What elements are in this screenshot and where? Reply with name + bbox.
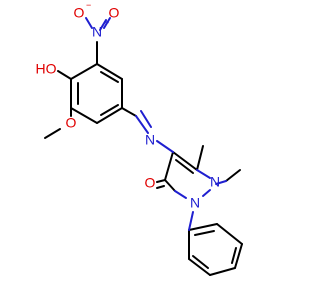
bond [96,63,123,80]
molecule-structure-diagram: HO N + O − O O N N N O [36,0,243,276]
bond [103,17,111,29]
bond [70,107,98,124]
nitro-nitrogen-label: N [92,24,102,40]
bond [99,19,107,31]
carbonyl-oxygen-label: O [145,175,156,191]
bond [140,110,152,128]
pyrazole-n2-label: N [190,195,200,211]
nitrogen-bonds [85,17,227,231]
bond [164,151,174,181]
bond [231,247,237,264]
bonds [44,41,243,276]
bond [44,128,61,139]
pyrazole-n1-label: N [210,174,220,190]
nitro-oxygen-label: O [109,5,120,21]
bond [100,104,119,116]
bond [216,223,243,245]
bond [225,169,241,182]
nitro-nitrogen-charge: + [104,18,109,28]
bond [202,189,211,197]
bond [234,243,243,269]
bond [85,17,93,29]
bond [172,151,198,171]
bond [156,179,166,183]
bond [121,107,137,117]
hydroxyl-label: HO [36,61,57,77]
bond [174,190,187,199]
methoxy-oxygen-label: O [66,115,77,131]
bond [194,230,215,236]
nitro-oxygen-minus-label: O [74,5,85,21]
bond [156,185,165,189]
bond [188,223,218,231]
bond [196,145,204,171]
bond [100,71,119,83]
bond [57,70,72,80]
bond [188,211,194,231]
bond [188,258,211,276]
bond [70,63,98,80]
bond [164,179,176,192]
nitro-oxygen-charge: − [86,0,91,10]
bond [96,107,123,124]
atom-labels: HO N + O − O O N N N O [36,0,221,211]
bond [135,115,149,134]
bond [196,169,211,179]
bond [192,255,209,269]
bond [215,180,227,185]
molecule-svg: HO N + O − O O N N N O [36,0,243,276]
bond [209,267,236,276]
bond [156,140,174,153]
bond [175,159,194,174]
imine-nitrogen-label: N [145,132,155,148]
